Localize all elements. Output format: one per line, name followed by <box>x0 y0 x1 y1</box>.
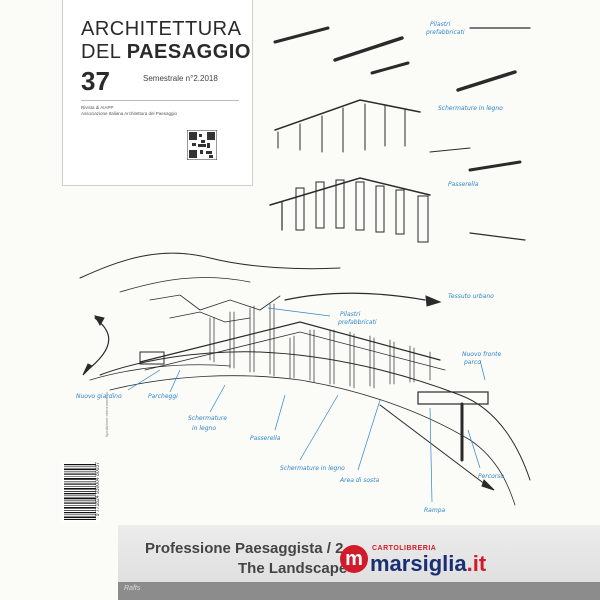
masthead: ARCHITETTURA DEL PAESAGGIO 37 Semestrale… <box>62 0 253 186</box>
association-line: Associazione Italiana Architettura del P… <box>81 111 178 116</box>
sketch-label-plan-3: prefabbricati <box>337 319 377 326</box>
feature-title-line1: Professione Paesaggista / 2 <box>145 540 344 557</box>
barcode-icon <box>62 462 98 522</box>
sketch-label-top-1: Pilastri <box>430 21 451 28</box>
barcode-number: 9 771824 930004 80037 <box>95 462 101 517</box>
sketch-label-bottom-6: Percorso <box>478 473 504 480</box>
sketch-label-bottom-4: Schermature in legno <box>280 465 345 472</box>
store-name: marsiglia.it <box>370 551 486 577</box>
sketch-label-bottom-3: Passerella <box>250 435 281 442</box>
title-regular-part: DEL <box>81 41 127 63</box>
sketch-label-top-2: prefabbricati <box>425 29 465 36</box>
masthead-divider <box>81 100 239 101</box>
store-small-label: CARTOLIBRERIA <box>372 545 437 552</box>
sketch-label-plan-4: Nuovo fronte <box>462 351 501 358</box>
sketch-label-left-2: Parcheggi <box>148 393 178 400</box>
store-name-main: marsiglia <box>370 551 467 576</box>
footer-strip <box>118 582 600 600</box>
footer-word: Rafts <box>124 585 141 592</box>
store-logo: m CARTOLIBRERIA marsiglia.it <box>340 545 520 585</box>
store-name-tld: .it <box>466 551 487 576</box>
magazine-title-line1: ARCHITETTURA <box>81 18 242 40</box>
magazine-title-line2: DEL PAESAGGIO <box>81 41 251 64</box>
sketch-label-bottom-2: in legno <box>192 425 216 432</box>
sketch-label-bottom-1: Schermature <box>188 415 227 422</box>
sketch-label-mid-1: Schermature in legno <box>438 105 503 112</box>
issue-period: Semestrale n°2.2018 <box>143 74 218 83</box>
sketch-label-plan-5: parco <box>463 359 481 366</box>
publisher-line: Rivista di AIAPP <box>81 105 114 110</box>
title-bold-part: PAESAGGIO <box>126 41 251 63</box>
feature-title-line2: The Landscape <box>238 560 348 577</box>
qr-code-icon <box>187 130 217 160</box>
sketch-label-bottom-7: Rampa <box>424 507 445 514</box>
postal-note: Spedizione abbonamento <box>104 392 109 438</box>
sketch-label-plan-1: Tessuto urbano <box>448 293 494 300</box>
sketch-label-mid-2: Passerella <box>448 181 479 188</box>
store-badge-icon: m <box>340 545 368 573</box>
sketch-label-left-1: Nuovo giardino <box>76 393 122 400</box>
sketch-label-plan-2: Pilastri <box>340 311 361 318</box>
issue-number: 37 <box>81 66 110 96</box>
sketch-label-bottom-5: Area di sosta <box>339 477 380 484</box>
